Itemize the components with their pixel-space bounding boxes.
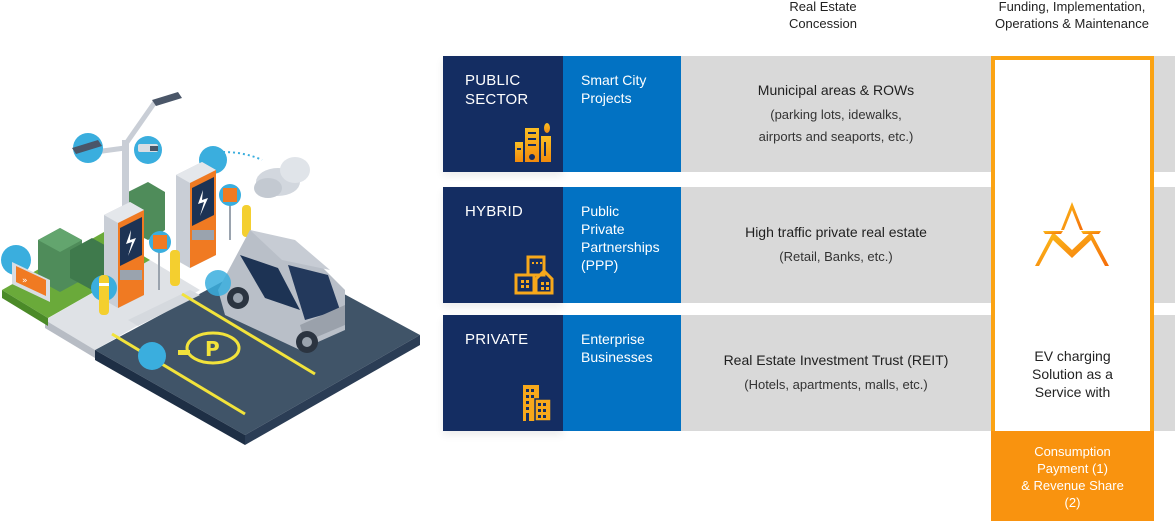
project-label: Smart City Projects — [581, 71, 646, 107]
security-camera-icon — [134, 136, 162, 164]
header-line: Real Estate — [789, 0, 857, 14]
sector-label-line: PRIVATE — [465, 331, 529, 348]
estate-title: Real Estate Investment Trust (REIT) — [723, 352, 949, 368]
project-label: Public Private Partnerships (PPP) — [581, 202, 660, 274]
payment-model-box: Consumption Payment (1) & Revenue Share … — [991, 431, 1154, 521]
payment-line: Consumption — [1034, 444, 1111, 459]
estate-title: High traffic private real estate — [745, 224, 927, 240]
office-buildings-icon — [523, 385, 552, 422]
svg-text:P: P — [205, 337, 220, 361]
curb — [128, 290, 200, 326]
svg-text:»: » — [22, 276, 28, 286]
smart-city-building-icon — [515, 123, 551, 162]
hybrid-buildings-icon — [514, 255, 554, 295]
charging-station-icon — [176, 162, 216, 268]
charging-plug-node-icon — [205, 270, 231, 296]
project-cell: Public Private Partnerships (PPP) — [563, 187, 681, 303]
electric-car-icon — [218, 230, 345, 353]
sector-label: PUBLIC SECTOR — [465, 71, 528, 109]
ev-sign-icon — [149, 184, 241, 290]
sector-label: PRIVATE — [465, 330, 528, 349]
saas-line: EV charging — [1034, 348, 1111, 364]
project-label: Enterprise Businesses — [581, 330, 653, 366]
sector-cell: PUBLIC SECTOR — [443, 56, 563, 172]
brand-logo-icon — [1035, 202, 1109, 266]
sector-cell: HYBRID — [443, 187, 563, 303]
sensor-node-icon — [138, 342, 166, 370]
project-cell: Smart City Projects — [563, 56, 681, 172]
project-cell: Enterprise Businesses — [563, 315, 681, 431]
cloud-icon — [254, 157, 310, 198]
payment-line: Payment (1) — [1037, 461, 1108, 476]
sector-cell: PRIVATE — [443, 315, 563, 431]
header-line: Concession — [789, 16, 857, 31]
saas-line: Solution as a — [1032, 366, 1113, 382]
project-label-line: Smart City — [581, 72, 647, 88]
bollard-icon — [91, 205, 251, 315]
header-line: Operations & Maintenance — [995, 16, 1149, 31]
payment-line: & Revenue Share — [1021, 478, 1124, 493]
direction-sign-icon: » — [1, 245, 50, 302]
street-lamp-icon — [72, 92, 182, 260]
project-label-line: (PPP) — [581, 257, 619, 273]
project-label-line: Public — [581, 203, 620, 219]
sector-label: HYBRID — [465, 202, 523, 221]
parking-lines — [111, 292, 316, 416]
estate-title: Municipal areas & ROWs — [757, 82, 915, 98]
header-line: Funding, Implementation, — [998, 0, 1146, 14]
estate-subtitle: (Retail, Banks, etc.) — [779, 249, 893, 264]
project-label-line: Partnerships — [581, 239, 660, 255]
estate-subtitle: airports and seaports, etc.) — [758, 129, 914, 144]
project-label-line: Private — [581, 221, 625, 237]
sector-label-line: PUBLIC — [465, 72, 521, 89]
wireless-link-icon — [222, 151, 263, 161]
project-label-line: Projects — [581, 90, 632, 106]
estate-subtitle: (parking lots, idewalks, — [770, 107, 902, 122]
header-real-estate-concession: Real Estate Concession — [760, 0, 886, 32]
saas-line: Service with — [1034, 384, 1111, 400]
row-private: PRIVATE Enterprise Businesses Real Estat… — [443, 315, 1175, 431]
ev-charging-lot-illustration: » P — [1, 92, 420, 445]
payment-line: (2) — [1064, 495, 1081, 510]
saas-description: EV charging Solution as a Service with — [995, 347, 1150, 401]
header-funding-operations: Funding, Implementation, Operations & Ma… — [972, 0, 1172, 32]
project-label-line: Businesses — [581, 349, 653, 365]
sector-label-line: HYBRID — [465, 203, 523, 220]
ev-parking-symbol-icon: P — [178, 331, 241, 365]
project-label-line: Enterprise — [581, 331, 645, 347]
estate-subtitle: (Hotels, apartments, malls, etc.) — [744, 377, 928, 392]
sector-label-line: SECTOR — [465, 91, 529, 108]
